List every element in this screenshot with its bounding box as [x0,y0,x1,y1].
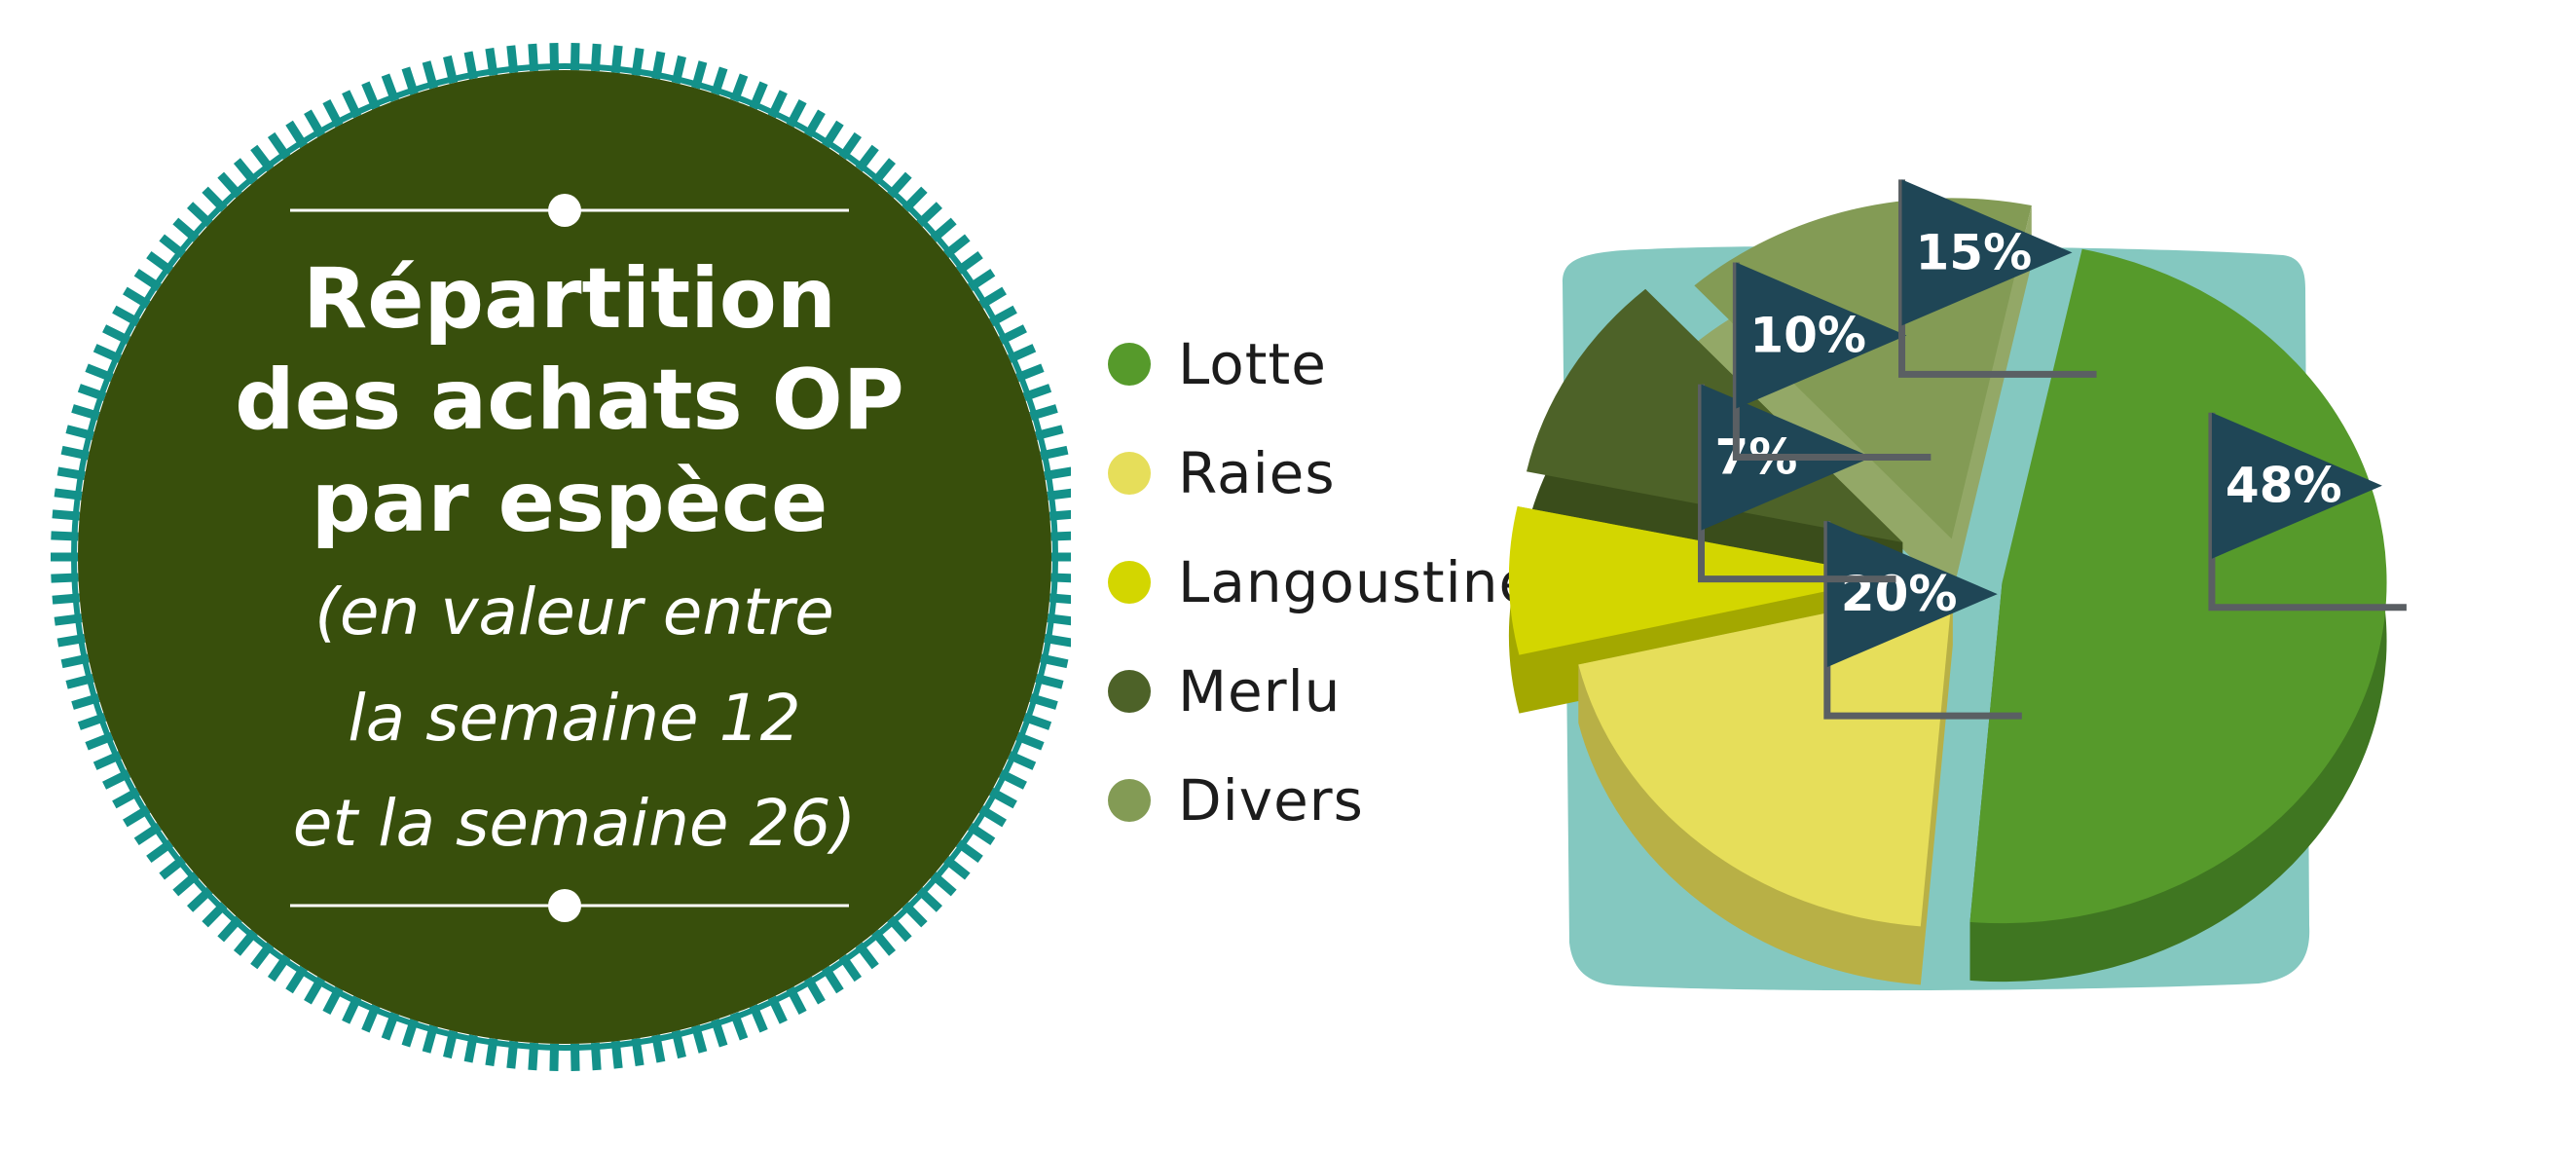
legend-item-lotte: Lotte [1108,310,1534,419]
badge-circle [78,70,1051,1044]
legend-label-langoustine: Langoustine [1178,549,1535,615]
title-divider-top-dot [548,194,581,227]
flag-divers: 15% [1898,179,2097,378]
badge-ring [51,43,1071,1071]
legend-swatch-langoustine [1108,561,1151,604]
legend-swatch-lotte [1108,343,1151,386]
pie-slice-top-raies [1578,586,1953,927]
legend-item-langoustine: Langoustine [1108,528,1534,637]
badge-ring-rim [71,63,1058,1051]
flag-pennant-raies [1826,521,1998,668]
legend-label-merlu: Merlu [1178,658,1342,724]
title-badge: Répartition des achats OP par espèce (en… [51,43,1071,1071]
legend-item-divers: Divers [1108,746,1534,855]
flag-lotte: 48% [2208,412,2407,612]
legend-swatch-divers [1108,779,1151,822]
title-divider-bottom-dot [548,889,581,922]
data-label-raies: 20% [1841,566,1958,622]
flag-pennant-divers [1901,179,2073,326]
pie-flags: 48%20%7%10%15% [1698,179,2407,720]
chart-legend: Lotte Raies Langoustine Merlu Divers [1108,310,1534,855]
legend-item-merlu: Merlu [1108,637,1534,746]
legend-label-lotte: Lotte [1178,331,1327,397]
subtitle-line-1: (en valeur entre [314,575,834,649]
subtitle-line-2: la semaine 12 [348,681,800,756]
data-label-lotte: 48% [2226,458,2342,514]
legend-swatch-raies [1108,452,1151,495]
pie-slice-lotte [1969,248,2387,983]
legend-label-raies: Raies [1178,440,1336,506]
data-label-divers: 15% [1916,224,2033,280]
flag-pennant-lotte [2211,412,2382,559]
title-line-3: par espèce [312,454,828,551]
pie-slices [1509,198,2387,985]
title-line-1: Répartition [303,250,836,348]
pie-slice-raies [1578,586,1953,985]
flag-merlu: 10% [1732,262,1932,461]
data-label-merlu: 10% [1749,308,1866,364]
title-line-2: des achats OP [235,352,904,449]
legend-item-raies: Raies [1108,419,1534,528]
subtitle-line-3: et la semaine 26) [293,786,856,861]
flag-pennant-merlu [1736,262,1907,409]
legend-label-divers: Divers [1178,767,1364,834]
pie-slice-top-lotte [1969,248,2387,924]
legend-swatch-merlu [1108,670,1151,713]
flag-raies: 20% [1823,521,2022,720]
